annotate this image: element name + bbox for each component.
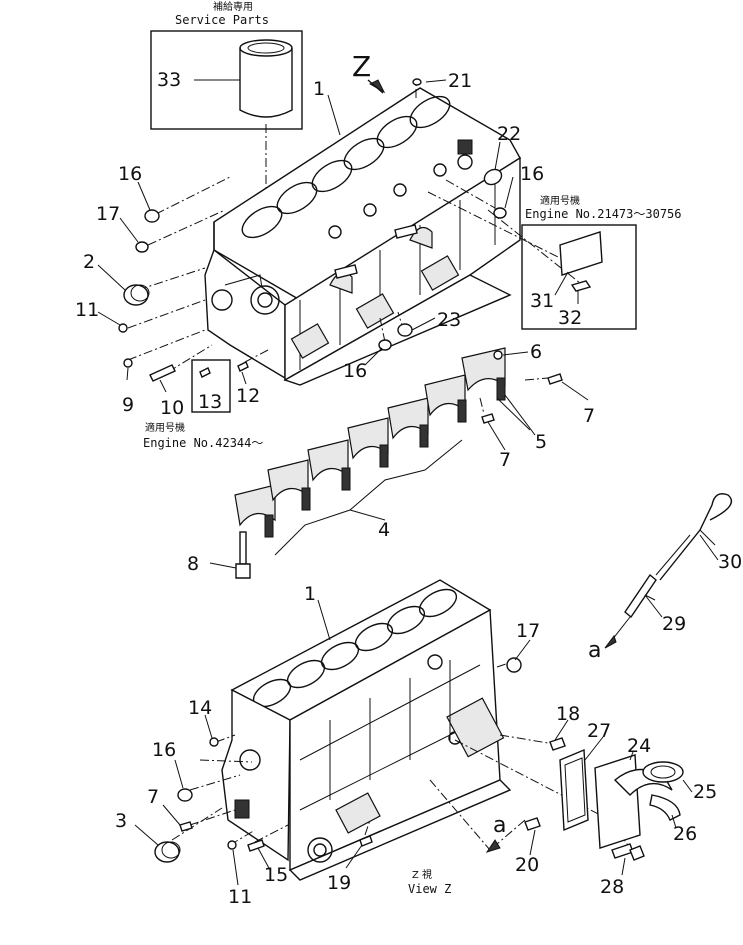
part-label: 15: [264, 864, 288, 886]
part-label: 3: [115, 810, 127, 832]
part-label: 24: [627, 735, 651, 757]
main-bearing-caps: [234, 347, 531, 556]
engine-range-box-1: 適用号機 Engine No.21473～30756: [521, 194, 682, 330]
part-label: 31: [530, 290, 554, 312]
cylinder-block-bottom: [221, 579, 512, 881]
engine-range-1-frame: [521, 224, 637, 330]
applicable-jp-1: 適用号機: [540, 194, 580, 207]
part-number-labels: 33 1 21 22 16 16 17 2 11 9 10 13 12 16 2…: [75, 69, 742, 908]
part-label: 11: [228, 886, 252, 908]
part-label: 16: [520, 163, 544, 185]
part-label: 10: [160, 397, 184, 419]
small-parts-bottom: [154, 657, 684, 863]
part-32-bolt: [570, 280, 592, 292]
small-parts-top: [118, 78, 507, 382]
part-label: 13: [198, 391, 222, 413]
part-label: 7: [499, 449, 511, 471]
dipstick: [604, 493, 733, 649]
part-label: 7: [147, 786, 159, 808]
part-label: 32: [558, 307, 582, 329]
part-label: 6: [530, 341, 542, 363]
part-13-frame: [191, 359, 231, 413]
cylinder-block-top: [204, 87, 521, 386]
arrow-a-bottom: a: [493, 813, 506, 838]
part-label: 12: [236, 385, 260, 407]
view-z-letter: Z: [352, 50, 371, 83]
part-label: 21: [448, 70, 472, 92]
part-label: 7: [583, 405, 595, 427]
engine-range-1: Engine No.21473～30756: [525, 207, 682, 221]
service-parts-jp: 補給専用: [213, 0, 253, 13]
part-label: 14: [188, 697, 212, 719]
part-label: 1: [313, 78, 325, 100]
part-label: 26: [673, 823, 697, 845]
arrow-a-top: a: [588, 638, 601, 663]
part-label: 18: [556, 703, 580, 725]
view-z-arrow: Z: [352, 50, 386, 94]
part-label: 8: [187, 553, 199, 575]
number-leaders: [97, 79, 719, 886]
service-parts-frame: [150, 30, 303, 130]
part-label: 9: [122, 394, 134, 416]
part-8-bolt: [209, 531, 251, 579]
cylinder-liner: [239, 39, 293, 118]
part-label: 25: [693, 781, 717, 803]
part-label: 1: [304, 583, 316, 605]
part-label: 27: [587, 720, 611, 742]
view-z-jp: Z 視: [412, 868, 432, 881]
part-label: 19: [327, 872, 351, 894]
part-label: 5: [535, 431, 547, 453]
part-label: 30: [718, 551, 742, 573]
part-label: 28: [600, 876, 624, 898]
part-label: 2: [83, 251, 95, 273]
part-label: 16: [152, 739, 176, 761]
view-z-en: View Z: [408, 882, 451, 896]
engine-range-2: Engine No.42344～: [143, 436, 263, 450]
service-parts-en: Service Parts: [175, 13, 269, 27]
part-label: 29: [662, 613, 686, 635]
part-label: 17: [516, 620, 540, 642]
part-label: 17: [96, 203, 120, 225]
part-label: 20: [515, 854, 539, 876]
part-label: 23: [437, 309, 461, 331]
part-31-plate: [559, 231, 603, 276]
part-label: 33: [157, 69, 181, 91]
part-label: 11: [75, 299, 99, 321]
cap-bolts: [479, 350, 563, 424]
part-label: 22: [497, 123, 521, 145]
part-label: 4: [378, 519, 390, 541]
part-label: 16: [118, 163, 142, 185]
applicable-jp-2: 適用号機: [145, 421, 185, 434]
part-label: 16: [343, 360, 367, 382]
